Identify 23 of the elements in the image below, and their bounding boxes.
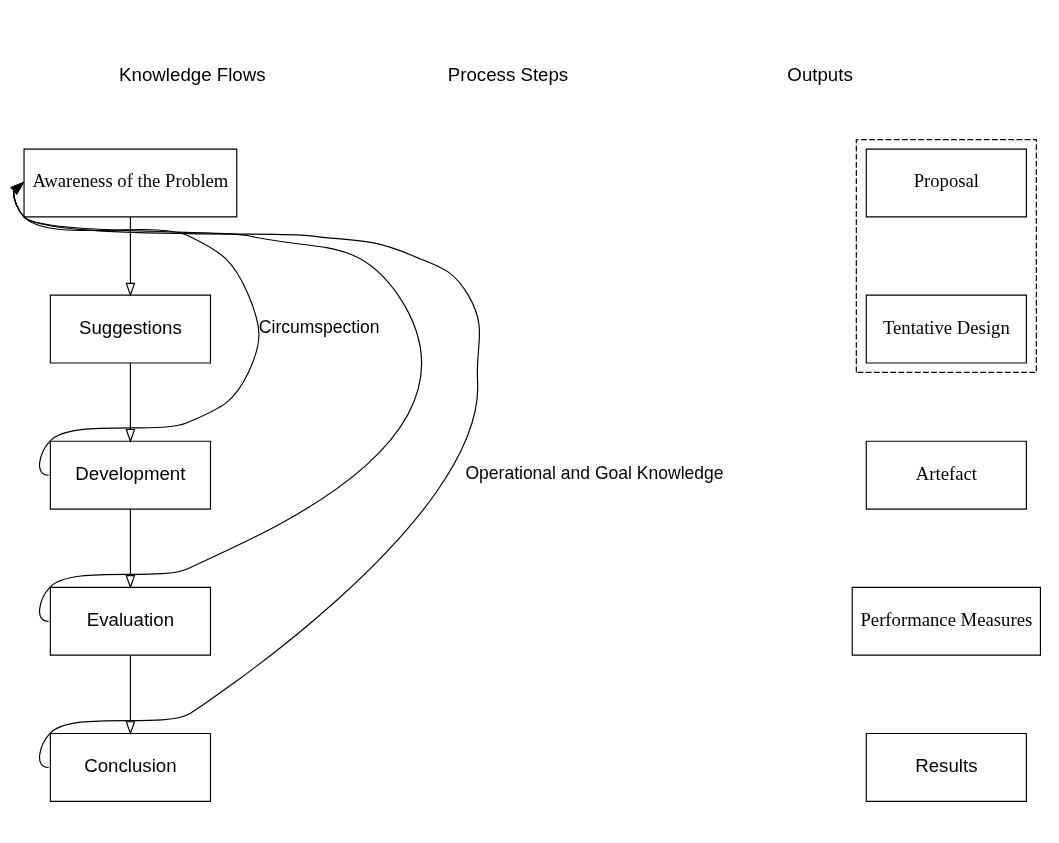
arrow [125, 216, 136, 297]
node-box: Results [865, 732, 1027, 802]
edge-label: Circumspection [258, 316, 380, 337]
arrow [125, 362, 136, 443]
node-box: Performance Measures [851, 586, 1042, 656]
label: Outputs [787, 63, 853, 85]
node-box: Conclusion [49, 732, 212, 802]
arrow [10, 181, 260, 476]
node-box: Evaluation [49, 586, 212, 656]
node-box: Suggestions [49, 294, 212, 364]
label: Knowledge Flows [119, 63, 266, 85]
label: Process Steps [447, 63, 569, 85]
arrow [125, 508, 136, 589]
node-box: Development [49, 440, 212, 510]
edge-label: Operational and Goal Knowledge [465, 462, 724, 483]
arrow [125, 654, 136, 735]
node-box: Tentative Design [865, 294, 1027, 364]
arrow [10, 181, 481, 768]
node-box: Artefact [865, 440, 1027, 510]
cluster [855, 138, 1037, 373]
arrow [10, 181, 423, 622]
node-box: Proposal [865, 147, 1027, 217]
node-box: Awareness of the Problem [23, 147, 238, 217]
